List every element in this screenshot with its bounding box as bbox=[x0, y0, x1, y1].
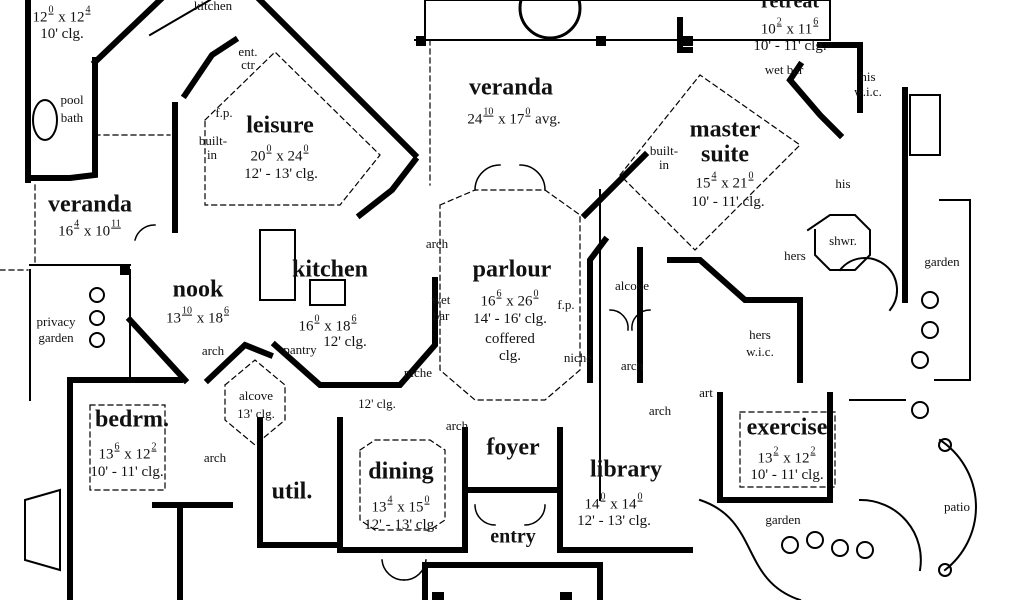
top-left-room-ceiling: 10' clg. bbox=[40, 26, 84, 43]
foyer-title: foyer bbox=[486, 434, 540, 461]
retreat-wet-bar: wet bar bbox=[764, 62, 804, 78]
pantry-label: pantry bbox=[283, 342, 317, 358]
top-left-room-dims: 120 x 124 bbox=[32, 4, 91, 26]
kitchen-top-label: kitchen bbox=[193, 0, 233, 14]
veranda-left-title: veranda bbox=[48, 191, 132, 218]
parlour-coffered-clg: clg. bbox=[498, 348, 522, 365]
hers-wic-label-1: hers bbox=[749, 327, 771, 343]
entry-title: entry bbox=[490, 525, 536, 548]
ent-ctr-label-2: ctr bbox=[241, 57, 255, 73]
parlour-wet-bar-1: wet bbox=[431, 292, 451, 308]
arch-label: arch bbox=[620, 358, 644, 374]
pool-bath-label-2: bath bbox=[60, 110, 84, 126]
master-suite-dims: 154 x 210 bbox=[695, 170, 754, 192]
leisure-title: leisure bbox=[246, 112, 314, 139]
kitchen-title: kitchen bbox=[291, 256, 369, 283]
his-wic-label-1: his bbox=[860, 69, 876, 85]
arch-label: arch bbox=[445, 418, 469, 434]
niche-right-label: niche bbox=[563, 350, 593, 366]
art-niche-label: art bbox=[699, 385, 713, 401]
shower-label: shwr. bbox=[829, 233, 857, 249]
arch-label: arch bbox=[648, 403, 672, 419]
library-ceiling: 12' - 13' clg. bbox=[577, 513, 651, 530]
library-title: library bbox=[590, 456, 662, 483]
leisure-fireplace-label: f.p. bbox=[215, 105, 233, 121]
parlour-wet-bar-2: bar bbox=[432, 308, 450, 324]
utility-title: util. bbox=[271, 478, 313, 505]
leisure-ceiling: 12' - 13' clg. bbox=[244, 166, 318, 183]
parlour-title: parlour bbox=[472, 256, 552, 283]
exercise-ceiling: 10' - 11' clg. bbox=[750, 467, 824, 484]
hers-bath-label: hers bbox=[784, 248, 806, 264]
arch-label: arch bbox=[425, 236, 449, 252]
privacy-garden-label-1: privacy bbox=[36, 314, 76, 330]
ent-ctr-label-1: ent. bbox=[238, 44, 258, 60]
arch-label: arch bbox=[201, 343, 225, 359]
alcove-center-ceiling: 13' clg. bbox=[237, 406, 275, 422]
library-dims: 140 x 140 bbox=[584, 491, 643, 513]
nook-dims: 1310 x 186 bbox=[166, 305, 229, 327]
alcove-right-label: alcove bbox=[615, 278, 649, 294]
master-builtin-2: in bbox=[658, 157, 670, 173]
retreat-ceiling: 10' - 11' clg. bbox=[753, 38, 827, 55]
parlour-fireplace-label: f.p. bbox=[557, 297, 575, 313]
kitchen-ceiling: 12' clg. bbox=[323, 334, 367, 351]
parlour-dims: 166 x 260 bbox=[480, 288, 539, 310]
leisure-builtin-2: in bbox=[206, 147, 218, 163]
master-suite-title-1: master bbox=[689, 116, 761, 143]
dining-ceiling: 12' - 13' clg. bbox=[364, 517, 438, 534]
niche-left-label: niche bbox=[403, 365, 433, 381]
veranda-left-dims: 164 x 1011 bbox=[58, 218, 121, 240]
garden-right-label: garden bbox=[924, 254, 960, 270]
garden-bottom-label: garden bbox=[765, 512, 801, 528]
his-bath-label: his bbox=[835, 176, 851, 192]
pool-bath-label-1: pool bbox=[60, 92, 84, 108]
bedroom-title: bedrm. bbox=[95, 406, 169, 433]
master-builtin-1: built- bbox=[649, 143, 679, 159]
retreat-title: retreat bbox=[760, 0, 820, 13]
parlour-ceiling: 14' - 16' clg. bbox=[473, 311, 547, 328]
leisure-builtin-1: built- bbox=[198, 133, 228, 149]
hall-ceiling-label: 12' clg. bbox=[358, 396, 396, 412]
bedroom-ceiling: 10' - 11' clg. bbox=[90, 464, 164, 481]
retreat-dims: 102 x 116 bbox=[760, 16, 819, 38]
master-suite-title-2: suite bbox=[701, 141, 749, 168]
kitchen-dims: 160 x 186 bbox=[298, 313, 357, 335]
parlour-coffered: coffered bbox=[485, 331, 535, 348]
exercise-dims: 132 x 122 bbox=[757, 445, 816, 467]
alcove-center-label: alcove bbox=[239, 388, 273, 404]
his-wic-label-2: w.i.c. bbox=[854, 84, 882, 100]
patio-label: patio bbox=[944, 499, 970, 515]
dining-dims: 134 x 150 bbox=[371, 494, 430, 516]
nook-title: nook bbox=[172, 276, 224, 303]
arch-label: arch bbox=[203, 450, 227, 466]
privacy-garden-label-2: garden bbox=[38, 330, 74, 346]
veranda-top-dims: 2410 x 170 avg. bbox=[467, 106, 561, 128]
veranda-top-title: veranda bbox=[469, 74, 553, 101]
dining-title: dining bbox=[368, 458, 434, 485]
exercise-title: exercise bbox=[746, 414, 828, 441]
master-suite-ceiling: 10' - 11' clg. bbox=[691, 194, 765, 211]
hers-wic-label-2: w.i.c. bbox=[746, 344, 774, 360]
bedroom-dims: 136 x 122 bbox=[98, 441, 157, 463]
leisure-dims: 200 x 240 bbox=[250, 143, 309, 165]
